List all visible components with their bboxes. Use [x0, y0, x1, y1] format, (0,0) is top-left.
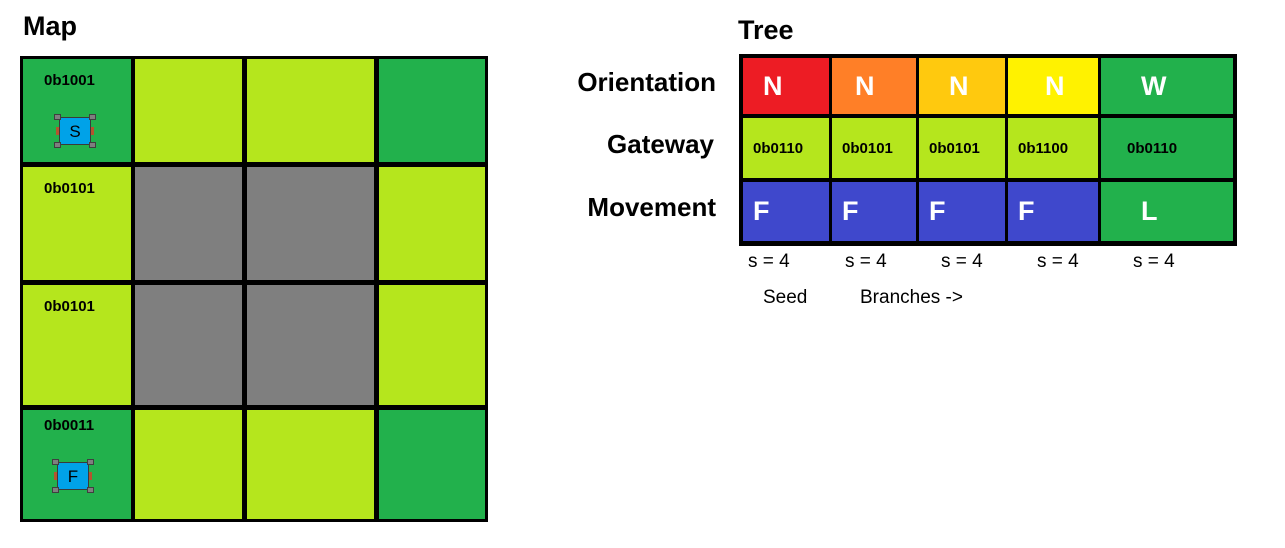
map-cell: 0b0011 F: [23, 410, 131, 519]
movement-cell: F: [832, 182, 916, 241]
wheel-icon: [87, 459, 94, 465]
gateway-cell: 0b0101: [832, 118, 916, 178]
branches-label: Branches ->: [860, 287, 963, 308]
wheel-icon: [54, 142, 61, 148]
map-cell: [135, 59, 242, 162]
seed-label: Seed: [763, 287, 808, 308]
score-label: s = 4: [1133, 251, 1175, 272]
cell-code: 0b0101: [44, 180, 95, 197]
cell-code: 0b1001: [44, 72, 95, 89]
wall-cell: [135, 167, 242, 280]
map-cell: [135, 410, 242, 519]
cell-code: 0b0011: [44, 417, 95, 434]
map-cell: [379, 410, 485, 519]
map-grid: 0b1001 S 0b0101 0b0101 0b0011: [20, 56, 488, 522]
movement-value: F: [753, 196, 770, 226]
movement-value: F: [929, 196, 946, 226]
map-cell: [247, 59, 374, 162]
movement-row-label: Movement: [587, 192, 716, 222]
wheel-icon: [89, 142, 96, 148]
wheel-icon: [89, 114, 96, 120]
start-robot-icon: S: [54, 114, 96, 148]
map-cell: [379, 59, 485, 162]
movement-cell: F: [1008, 182, 1098, 241]
movement-cell: F: [919, 182, 1005, 241]
movement-value: F: [1018, 196, 1035, 226]
gateway-value: 0b0110: [753, 139, 804, 157]
sensor-icon: [89, 472, 92, 480]
map-cell: [247, 410, 374, 519]
gateway-value: 0b0110: [1127, 139, 1178, 157]
gateway-row-label: Gateway: [607, 129, 714, 159]
orientation-value: N: [763, 70, 783, 101]
score-label: s = 4: [1037, 251, 1079, 272]
movement-cell: F: [743, 182, 829, 241]
orientation-cell: N: [743, 58, 829, 114]
map-cell: [379, 167, 485, 280]
tree-grid: N N N N W 0b0110 0b0101 0b0101 0b1100 0b…: [739, 54, 1237, 246]
wall-cell: [135, 285, 242, 405]
movement-cell: L: [1101, 182, 1233, 241]
orientation-cell: W: [1101, 58, 1233, 114]
orientation-value: N: [855, 70, 875, 101]
movement-value: L: [1141, 196, 1158, 226]
map-title: Map: [23, 11, 77, 41]
gateway-value: 0b0101: [842, 139, 893, 157]
gateway-cell: 0b1100: [1008, 118, 1098, 178]
finish-robot-icon: F: [52, 459, 94, 493]
wall-cell: [247, 167, 374, 280]
orientation-value: W: [1141, 70, 1167, 101]
sensor-icon: [56, 127, 59, 135]
robot-label: S: [69, 121, 81, 141]
gateway-value: 0b1100: [1018, 139, 1069, 157]
map-cell: 0b0101: [23, 285, 131, 405]
map-cell: 0b0101: [23, 167, 131, 280]
gateway-value: 0b0101: [929, 139, 980, 157]
sensor-icon: [54, 472, 57, 480]
score-label: s = 4: [748, 251, 790, 272]
cell-code: 0b0101: [44, 298, 95, 315]
orientation-cell: N: [832, 58, 916, 114]
map-cell: [379, 285, 485, 405]
tree-title: Tree: [738, 15, 794, 45]
orientation-value: N: [949, 70, 969, 101]
orientation-value: N: [1045, 70, 1065, 101]
gateway-cell: 0b0101: [919, 118, 1005, 178]
robot-label: F: [67, 466, 79, 486]
wheel-icon: [54, 114, 61, 120]
orientation-cell: N: [1008, 58, 1098, 114]
sensor-icon: [91, 127, 94, 135]
orientation-cell: N: [919, 58, 1005, 114]
movement-value: F: [842, 196, 859, 226]
gateway-cell: 0b0110: [1101, 118, 1233, 178]
score-label: s = 4: [941, 251, 983, 272]
orientation-row-label: Orientation: [577, 67, 716, 97]
wheel-icon: [52, 487, 59, 493]
wheel-icon: [52, 459, 59, 465]
wheel-icon: [87, 487, 94, 493]
score-label: s = 4: [845, 251, 887, 272]
map-cell: 0b1001 S: [23, 59, 131, 162]
gateway-cell: 0b0110: [743, 118, 829, 178]
wall-cell: [247, 285, 374, 405]
